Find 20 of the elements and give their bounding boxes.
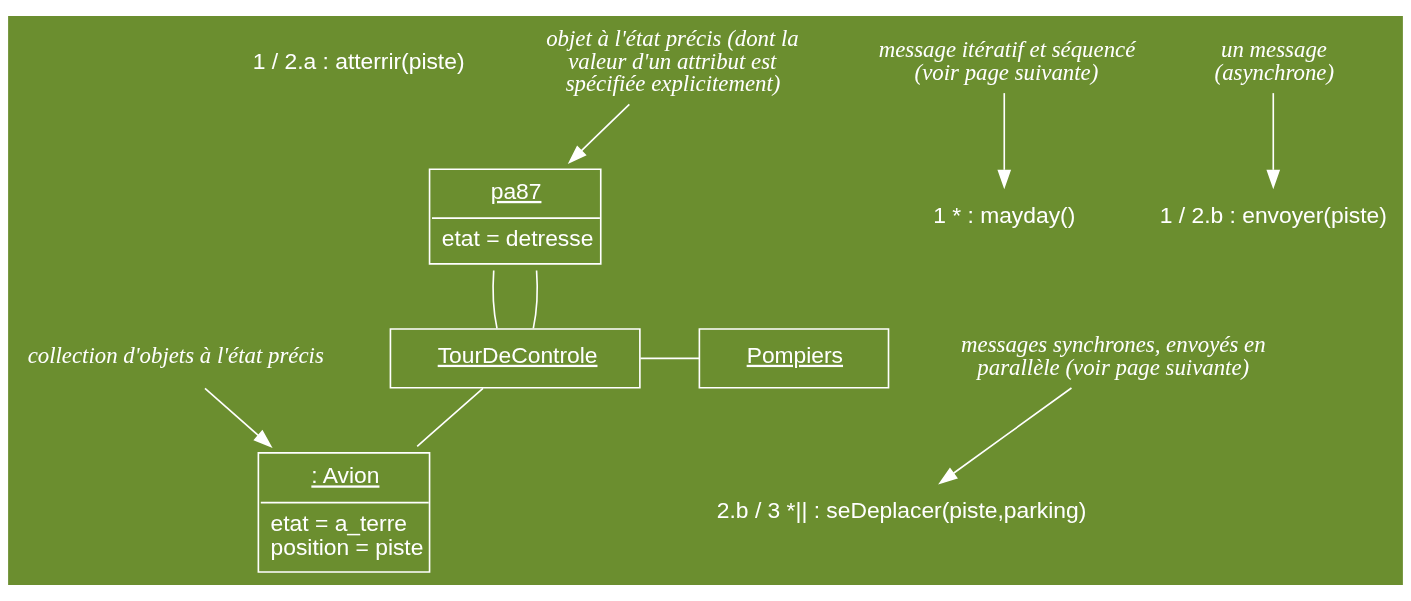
arrow	[204, 387, 273, 448]
connector	[492, 269, 498, 330]
node-text: collection d'objets à l'état précis	[27, 342, 324, 368]
connector	[532, 269, 538, 330]
node-text: objet à l'état précis (dont la valeur d'un attribut est spécifiée explicitement)	[546, 25, 799, 97]
node-text: un message (asynchrone)	[1214, 37, 1335, 85]
node-box: Pompiers	[698, 328, 890, 389]
arrow	[1266, 92, 1281, 190]
node-text: message itératif et séquencé (voir page suivante)	[878, 37, 1136, 85]
node-text: 1 * : mayday()	[933, 201, 1076, 228]
node-text: messages synchrones, envoyés en parallèle (voir page suivante)	[961, 332, 1266, 381]
arrow	[567, 103, 631, 164]
node-text: 2.b / 3 *|| : seDeplacer(piste,parking)	[716, 497, 1087, 524]
arrow	[938, 387, 1073, 485]
node-text: 1 / 2.a : atterrir(piste)	[252, 48, 465, 75]
node-text: 1 / 2.b : envoyer(piste)	[1159, 201, 1387, 228]
connector	[639, 357, 700, 360]
connector	[416, 387, 484, 448]
node-box: TourDeControle	[389, 328, 641, 389]
arrow	[997, 92, 1012, 190]
